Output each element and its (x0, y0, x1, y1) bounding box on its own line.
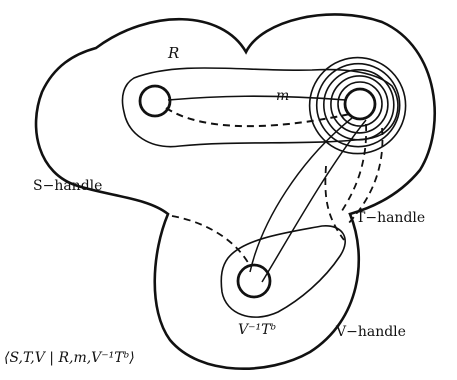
spiral-ring (308, 56, 407, 155)
spiral-ring (322, 69, 395, 141)
dashed-curve-left (171, 215, 251, 267)
dashed-curve-right-1 (339, 123, 367, 215)
spiral-ring (330, 75, 389, 134)
surface-outer-boundary (34, 13, 437, 371)
hole-v (236, 263, 272, 299)
label-t-handle: T−handle (356, 210, 425, 226)
spiral-rings (308, 56, 407, 155)
hole-s (138, 84, 172, 118)
curve-m (167, 95, 347, 101)
presentation-label: ⟨S,T,V | R,m,V⁻¹Tᵇ⟩ (4, 350, 135, 366)
dashed-curve-right-2 (347, 127, 384, 225)
curve-vtb-strand-b (261, 119, 367, 283)
label-s-handle: S−handle (33, 178, 102, 194)
relator-curve-R (121, 67, 399, 148)
label-v-handle: V−handle (335, 324, 406, 340)
dashed-curve-right-3 (324, 165, 345, 241)
relator-curve-V (220, 225, 346, 318)
curve-vtb-strand-a (249, 117, 353, 273)
label-v-inv-t-b: V⁻¹Tᵇ (238, 322, 276, 338)
spiral-ring (315, 62, 401, 148)
label-R: R (167, 44, 179, 62)
label-m: m (276, 88, 289, 104)
hole-t (343, 87, 377, 121)
spiral-ring (337, 81, 383, 127)
dashed-curve-top (165, 107, 351, 128)
